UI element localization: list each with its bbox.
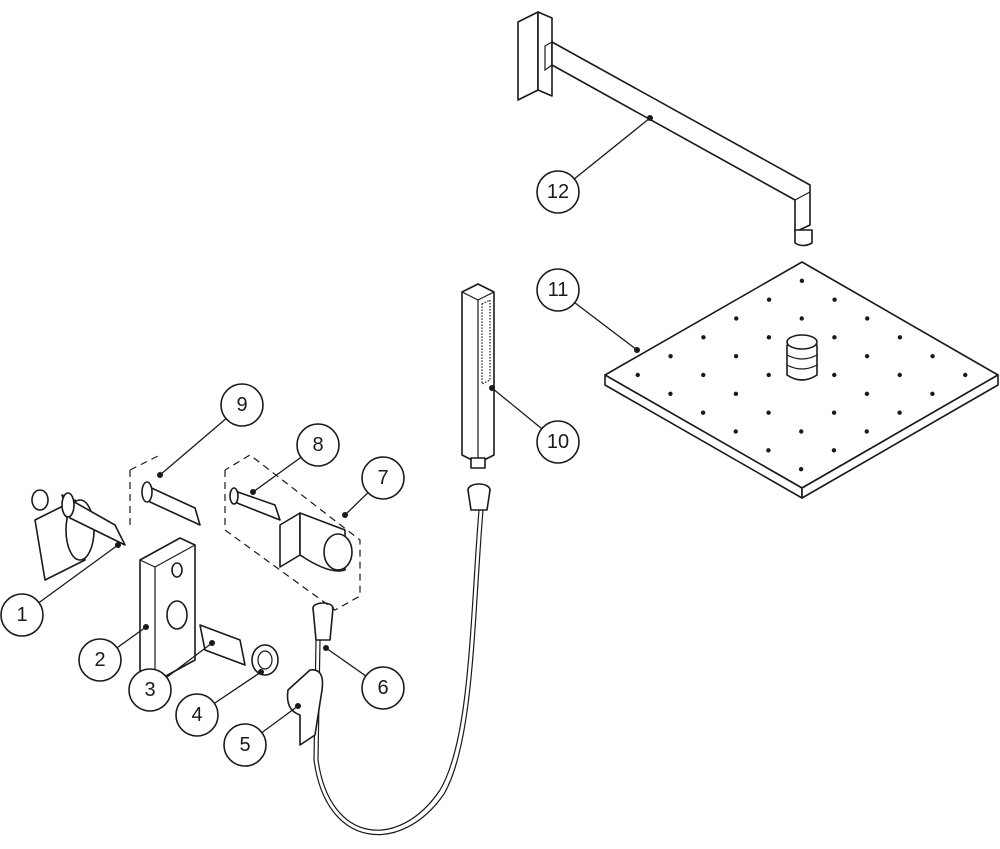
leader-dot <box>489 385 495 391</box>
callout-label: 5 <box>239 734 250 756</box>
callout-label: 8 <box>312 434 323 456</box>
callout-label: 2 <box>94 649 105 671</box>
nozzle-hole <box>930 391 935 397</box>
callout-6: 6 <box>361 666 405 710</box>
nozzle-hole <box>832 297 837 302</box>
callout-circle <box>223 723 267 767</box>
callout-label: 11 <box>548 279 569 301</box>
callout-label: 10 <box>547 431 569 453</box>
callout-9: 9 <box>220 383 264 427</box>
nozzle-hole <box>668 353 673 359</box>
nozzle-hole <box>831 448 837 453</box>
nozzle-hole <box>701 335 706 340</box>
nozzle-hole <box>963 372 968 378</box>
nozzle-hole <box>701 372 706 378</box>
nozzle-hole <box>930 353 935 359</box>
callout-label: 7 <box>377 467 388 489</box>
callout-circle <box>128 668 172 712</box>
callout-circle <box>361 666 405 710</box>
leader-dot <box>143 624 149 630</box>
extension-part <box>129 454 201 526</box>
callout-7: 7 <box>361 456 405 500</box>
callout-circle <box>536 420 580 464</box>
leader-dot <box>115 542 121 548</box>
nozzle-hole <box>832 372 837 378</box>
nozzle-hole <box>733 391 739 397</box>
nut <box>251 644 279 676</box>
callout-label: 9 <box>236 394 247 416</box>
cartridge <box>199 624 246 666</box>
wall-outlet-holder <box>224 454 361 611</box>
leader-dot <box>209 640 215 646</box>
callout-circle <box>0 593 44 637</box>
nozzle-hole <box>733 353 739 359</box>
leader-dot <box>647 115 653 121</box>
callout-circle <box>220 383 264 427</box>
shower-arm <box>517 11 813 247</box>
nozzle-hole <box>897 410 902 415</box>
leader-dot <box>157 472 163 478</box>
nozzle-hole <box>864 429 869 434</box>
nozzle-hole <box>832 335 837 340</box>
leader-dot <box>250 489 256 495</box>
nozzle-hole <box>766 335 772 340</box>
leader-dot <box>323 645 329 651</box>
nozzle-hole <box>799 429 804 434</box>
nozzle-hole <box>865 316 870 321</box>
callout-1: 1 <box>0 593 44 637</box>
callout-label: 1 <box>16 604 27 626</box>
callout-5: 5 <box>223 723 267 767</box>
rain-shower-head <box>604 261 999 499</box>
callout-3: 3 <box>128 668 172 712</box>
callout-11: 11 <box>536 268 580 312</box>
nozzle-hole <box>733 429 738 434</box>
callout-10: 10 <box>536 420 580 464</box>
callout-circle <box>536 170 580 214</box>
leader-dot <box>634 347 640 353</box>
lever-handle <box>286 669 324 746</box>
callout-circle <box>361 456 405 500</box>
nozzle-hole <box>700 410 706 415</box>
nozzle-hole <box>897 372 902 378</box>
leader-dot <box>258 669 264 675</box>
hand-shower <box>461 283 495 469</box>
nozzle-hole <box>864 353 870 359</box>
callout-2: 2 <box>78 638 122 682</box>
callout-label: 3 <box>144 679 155 701</box>
leader-dot <box>295 703 301 709</box>
nozzle-hole <box>799 278 805 284</box>
callout-circle <box>175 693 219 737</box>
nozzle-hole <box>734 316 739 321</box>
callout-8: 8 <box>296 423 340 467</box>
nozzle-hole <box>864 391 870 397</box>
nozzle-hole <box>668 391 673 397</box>
callout-label: 12 <box>547 181 569 203</box>
nozzle-hole <box>831 410 837 415</box>
nozzle-hole <box>766 410 771 415</box>
callout-4: 4 <box>175 693 219 737</box>
shower-hose <box>312 483 491 836</box>
nozzle-hole <box>635 372 640 378</box>
callout-label: 6 <box>377 677 388 699</box>
cover-plate <box>139 537 196 683</box>
nozzle-hole <box>766 448 771 453</box>
nozzle-hole <box>766 372 771 378</box>
callout-circle <box>536 268 580 312</box>
callout-label: 4 <box>191 704 202 726</box>
trim-sleeve <box>31 489 126 581</box>
callout-circle <box>78 638 122 682</box>
nozzle-hole <box>799 316 804 321</box>
nozzle-hole <box>798 466 804 472</box>
leader-dot <box>342 512 348 518</box>
callout-12: 12 <box>536 170 580 214</box>
callout-circle <box>296 423 340 467</box>
nozzle-hole <box>897 335 903 340</box>
nozzle-hole <box>766 297 772 302</box>
